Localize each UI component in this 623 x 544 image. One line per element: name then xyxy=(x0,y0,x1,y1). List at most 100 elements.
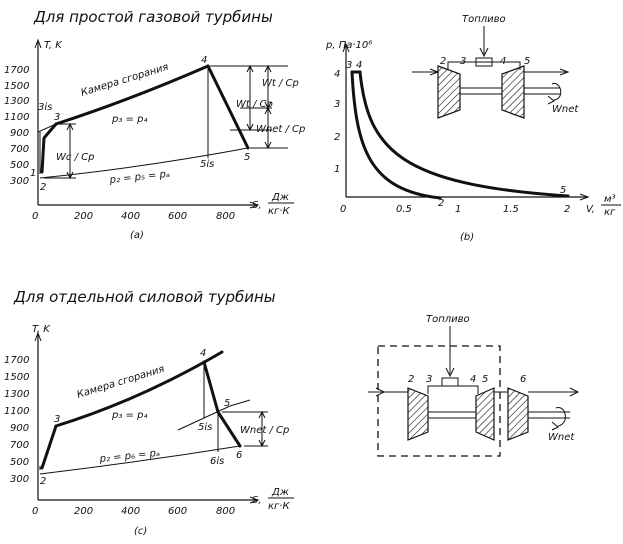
x-axis-arrow xyxy=(249,201,260,209)
station-label: 5 xyxy=(482,374,488,385)
high-pressure-label: p₃ = p₄ xyxy=(111,410,147,421)
y-tick-label: 4 xyxy=(334,69,340,80)
bracket-arrows xyxy=(66,122,74,180)
caption-c: (c) xyxy=(134,526,147,537)
y-tick-label: 1100 xyxy=(4,112,29,123)
state-point-label: 5 xyxy=(244,152,250,163)
y-tick-label: 1100 xyxy=(4,406,29,417)
combustor-duct xyxy=(447,61,521,70)
net-work-label: Wnet / Cp xyxy=(256,124,305,135)
state-point-label: 6 xyxy=(236,450,242,461)
state-point-label: 5 xyxy=(560,185,566,196)
expansion-line xyxy=(206,64,250,150)
fuel-arrow xyxy=(479,47,489,58)
expansion-curve xyxy=(358,70,570,198)
y-tick-label: 300 xyxy=(10,474,29,485)
x-axis-unit-den: кг xyxy=(604,207,616,218)
y-tick-label: 500 xyxy=(10,457,29,468)
rotation-arrow xyxy=(555,407,566,427)
caption-b: (b) xyxy=(460,232,474,243)
x-tick-label: 200 xyxy=(74,506,93,517)
fuel-label: Топливо xyxy=(462,14,506,25)
low-pressure-isobar xyxy=(39,147,249,179)
compressor xyxy=(437,65,461,119)
x-tick-label: 1.5 xyxy=(503,204,519,215)
state-point-label: 5 xyxy=(224,398,230,409)
station-label: 3 xyxy=(426,374,432,385)
y-tick-label: 1500 xyxy=(4,81,29,92)
bracket-arrows xyxy=(258,410,266,448)
y-axis-label: p, Па·10⁶ xyxy=(325,40,372,51)
x-axis-label: S, xyxy=(252,200,262,211)
combustor-duct xyxy=(427,385,479,394)
y-axis-arrow xyxy=(342,42,350,53)
y-tick-label: 300 xyxy=(10,176,29,187)
x-tick-label: 800 xyxy=(216,211,235,222)
x-tick-label: 1 xyxy=(455,204,461,215)
compressor-work-label: Wc / Cp xyxy=(56,152,94,163)
x-tick-label: 400 xyxy=(121,506,140,517)
state-point-label: 4 xyxy=(356,60,362,71)
turbine-schematic-bottom: Топливо Wnet 2 3 4 5 6 xyxy=(368,314,580,457)
high-pressure-label: p₃ = p₄ xyxy=(111,114,147,125)
y-tick-label: 1700 xyxy=(4,65,29,76)
state-point-label: 3 xyxy=(54,414,60,425)
x-tick-label: 0 xyxy=(32,506,38,517)
y-tick-label: 1300 xyxy=(4,389,29,400)
state-point-label: 1 xyxy=(30,168,36,179)
turbine xyxy=(501,65,525,119)
bracket-arrows xyxy=(264,106,272,150)
net-work-label: Wnet xyxy=(552,104,579,115)
isentropic-compression-line xyxy=(37,123,57,133)
turbine-work-label-1: Wt / Cp xyxy=(262,78,299,89)
pv-diagram-b: p, Па·10⁶ 4 3 2 1 0 0.5 1 1.5 2 V, м³ кг… xyxy=(325,40,621,243)
section-title-separate: Для отдельной силовой турбины xyxy=(13,288,276,306)
fuel-arrow xyxy=(445,367,455,378)
x-axis-label: V, xyxy=(586,204,595,215)
x-axis-unit-num: м³ xyxy=(604,194,616,205)
exhaust-arrow xyxy=(559,68,570,76)
caption-a: (a) xyxy=(130,230,144,241)
compression-line xyxy=(40,122,58,174)
y-tick-label: 3 xyxy=(334,99,340,110)
y-tick-label: 1500 xyxy=(4,372,29,383)
compression-curve xyxy=(350,70,442,200)
rotation-arrow xyxy=(551,82,562,101)
combustion-line xyxy=(54,64,210,126)
y-tick-label: 1700 xyxy=(4,355,29,366)
x-axis-unit-den: кг·К xyxy=(268,501,290,512)
compressor xyxy=(407,387,429,441)
x-ticks: 0 200 400 600 800 xyxy=(32,211,235,222)
x-tick-label: 600 xyxy=(168,506,187,517)
low-pressure-isobar xyxy=(39,445,241,475)
power-turbine xyxy=(507,387,529,441)
state-point-label: 4 xyxy=(200,348,206,359)
state-point-label: 2 xyxy=(40,182,46,193)
station-label: 4 xyxy=(500,56,506,67)
low-pressure-label: p₂ = p₅ = pₐ xyxy=(108,169,170,186)
combustion-label: Камера сгорания xyxy=(80,62,170,99)
x-axis-unit-den: кг·К xyxy=(268,206,290,217)
x-tick-label: 400 xyxy=(121,211,140,222)
state-point-label: 3is xyxy=(38,102,52,113)
y-tick-label: 700 xyxy=(10,144,29,155)
expansion-line xyxy=(202,360,242,448)
y-tick-label: 900 xyxy=(10,128,29,139)
gas-generator-turbine xyxy=(475,387,495,441)
x-axis-unit-num: Дж xyxy=(271,487,289,498)
y-tick-label: 500 xyxy=(10,160,29,171)
station-label: 2 xyxy=(440,56,446,67)
x-tick-label: 2 xyxy=(564,204,570,215)
y-axis-label: T, K xyxy=(32,324,51,335)
y-axis-arrow xyxy=(34,38,42,49)
turbine-work-label-2: Wt / Cp xyxy=(236,99,273,110)
y-axis-label: T, K xyxy=(44,40,63,51)
x-ticks: 0 200 400 600 800 xyxy=(32,506,235,517)
compression-line xyxy=(40,424,58,470)
x-tick-label: 600 xyxy=(168,211,187,222)
combustion-line xyxy=(54,350,224,428)
section-title-simple: Для простой газовой турбины xyxy=(33,8,273,26)
x-tick-label: 800 xyxy=(216,506,235,517)
x-tick-label: 0 xyxy=(340,204,346,215)
